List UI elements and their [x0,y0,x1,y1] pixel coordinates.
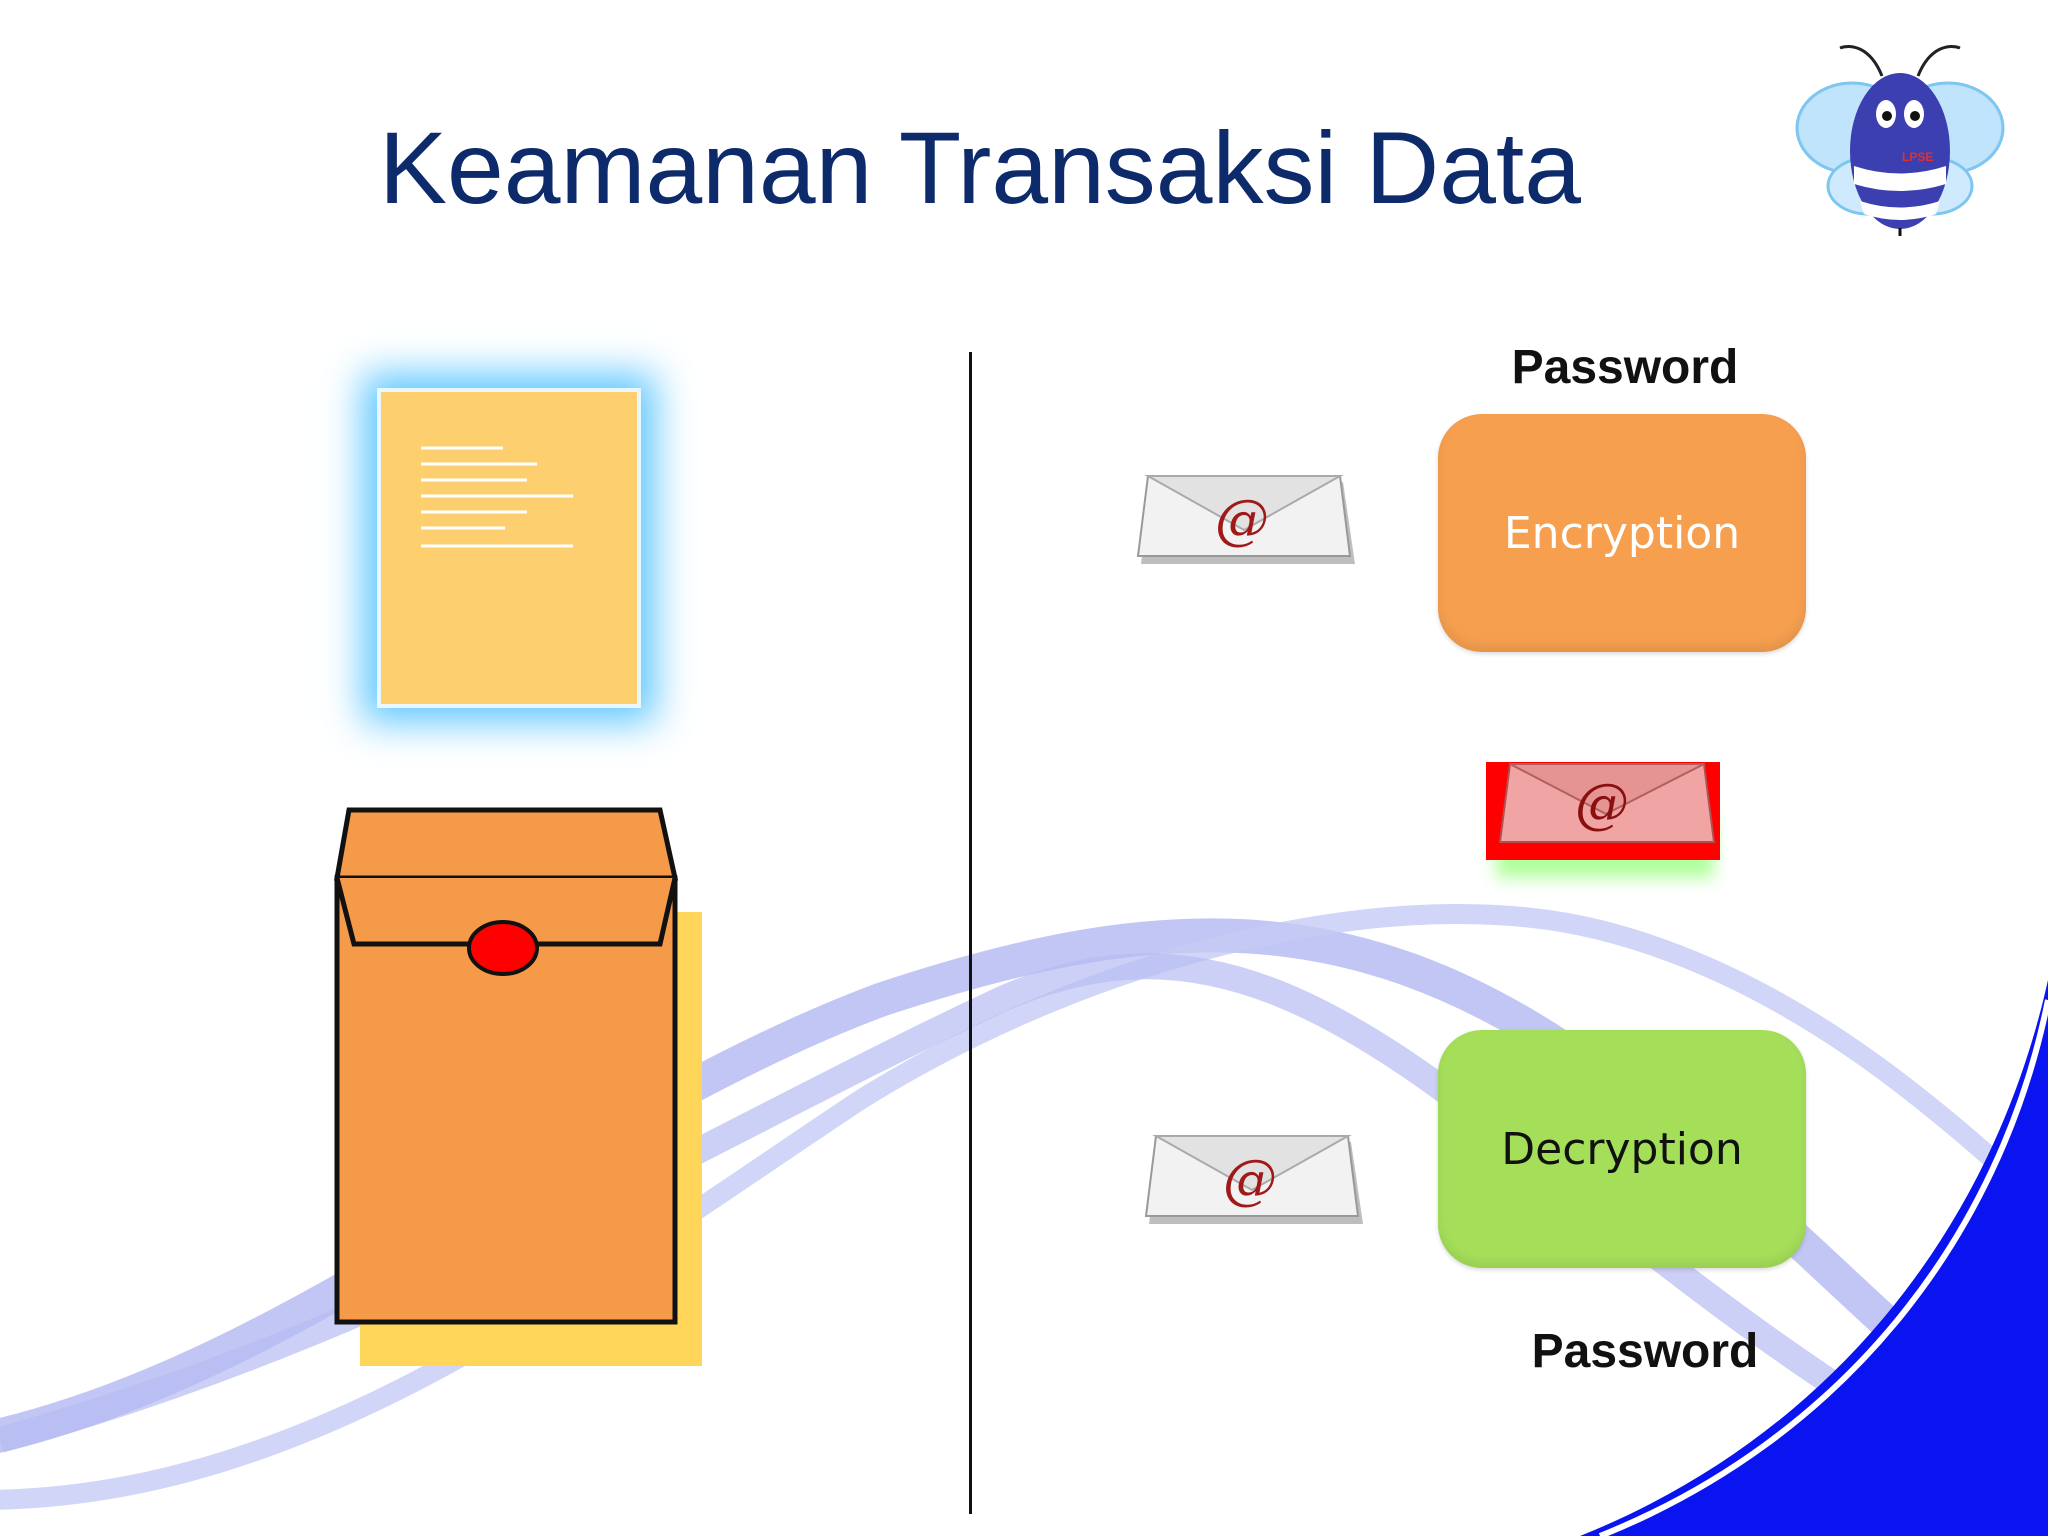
svg-text:@: @ [1223,1148,1277,1211]
svg-text:@: @ [1215,488,1269,551]
diagram-divider [969,352,972,1514]
svg-text:@: @ [1575,772,1629,835]
page-title: Keamanan Transaksi Data [379,111,1581,225]
encryption-label: Encryption [1503,507,1741,559]
encryption-box: Encryption [1438,414,1806,652]
password-label-bottom: Password [1531,1325,1759,1378]
email-envelope-icon: @ [1144,1135,1363,1224]
svg-text:LPSE: LPSE [1902,150,1933,164]
encrypted-email-icon: @ [1486,762,1720,878]
password-label-top: Password [1511,341,1739,394]
email-envelope-icon: @ [1136,475,1355,564]
document-icon [377,388,641,708]
bee-mascot-logo: LPSE [1795,44,2005,236]
sealed-envelope-icon [334,807,702,1366]
decryption-box: Decryption [1438,1030,1806,1268]
decryption-label: Decryption [1501,1123,1743,1175]
